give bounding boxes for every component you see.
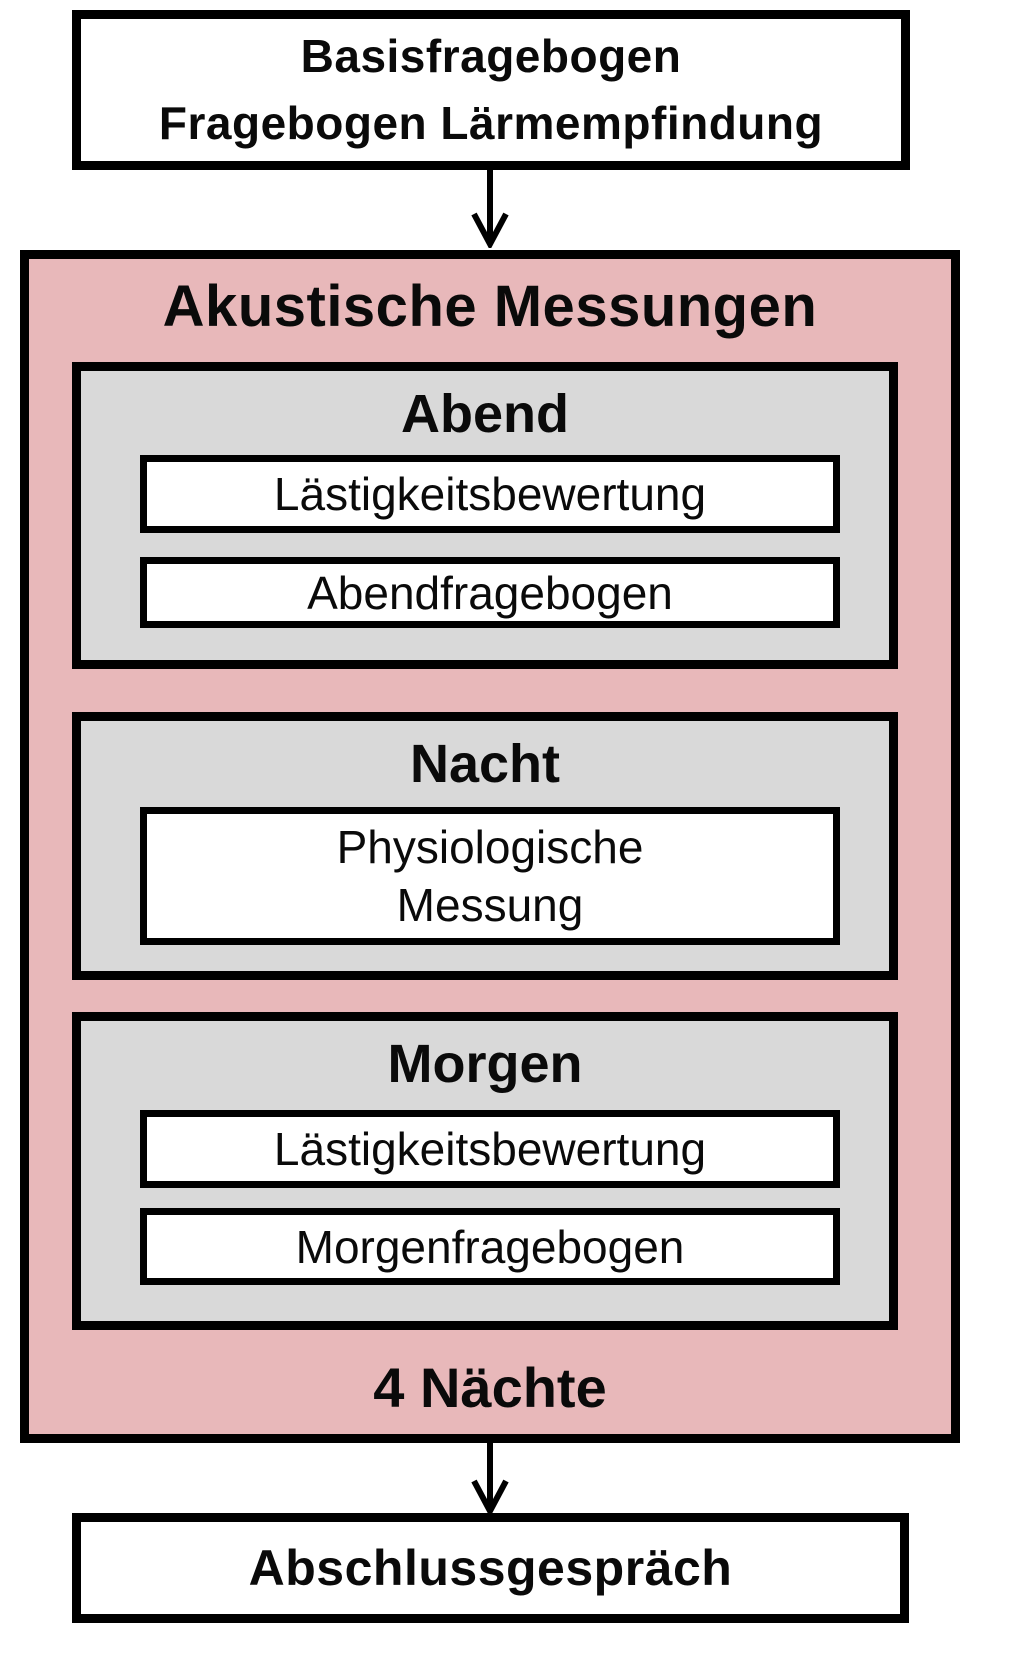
basis-questionnaire-line2: Fragebogen Lärmempfindung [158,97,824,149]
acoustic-measurements-box: Akustische Messungen Abend Lästigkeitsbe… [20,250,960,1443]
basis-questionnaire-box: Basisfragebogen Fragebogen Lärmempfindun… [72,10,910,170]
item-physiologische-messung: Physiologische Messung [140,807,840,945]
arrow-down-icon [466,168,514,251]
nights-count-label: 4 Nächte [373,1355,607,1419]
section-abend: Abend Lästigkeitsbewertung Abendfragebog… [72,362,898,669]
arrow-down-icon [466,1441,514,1518]
section-nacht: Nacht Physiologische Messung [72,712,898,980]
item-abendfragebogen: Abendfragebogen [140,557,840,628]
abschlussgespraech-box: Abschlussgespräch [72,1513,909,1623]
item-laestigkeitsbewertung-morgen: Lästigkeitsbewertung [140,1110,840,1188]
basis-questionnaire-line1: Basisfragebogen [300,30,682,82]
section-morgen: Morgen Lästigkeitsbewertung Morgenfrageb… [72,1012,898,1330]
section-abend-title: Abend [401,383,569,444]
section-morgen-title: Morgen [387,1033,583,1094]
acoustic-measurements-title: Akustische Messungen [162,273,818,339]
item-morgenfragebogen: Morgenfragebogen [140,1208,840,1285]
section-nacht-title: Nacht [409,733,561,794]
item-laestigkeitsbewertung-abend: Lästigkeitsbewertung [140,455,840,533]
